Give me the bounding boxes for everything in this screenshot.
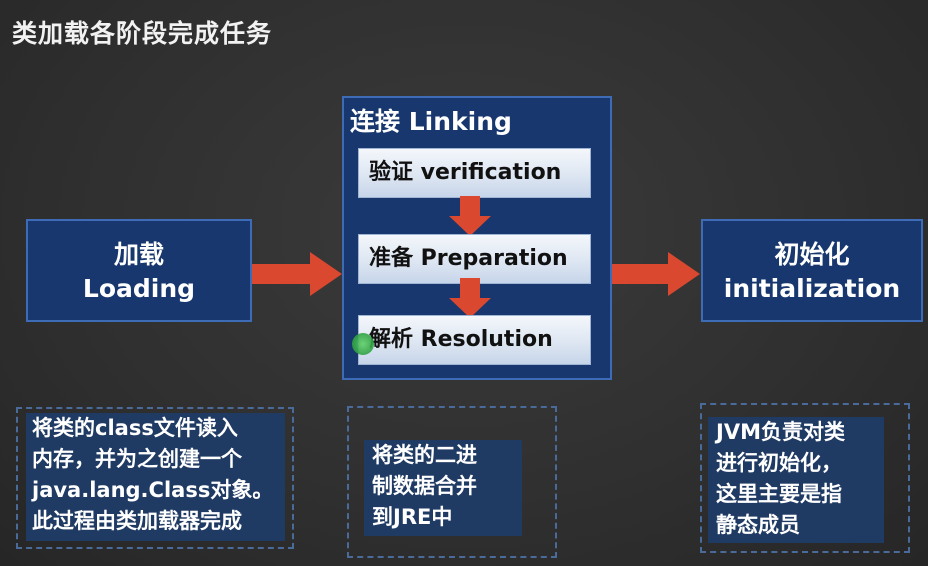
note-line: java.lang.Class对象。 — [32, 478, 274, 502]
arrow-down-icon — [449, 196, 491, 236]
cursor-dot-icon — [352, 333, 374, 355]
initialization-note: JVM负责对类 进行初始化， 这里主要是指 静态成员 — [708, 417, 884, 543]
note-line: JVM负责对类 — [716, 420, 845, 444]
init-label-cn: 初始化 — [774, 240, 850, 269]
loading-note-frame — [16, 407, 294, 549]
note-line: 制数据合并 — [372, 474, 477, 498]
note-line: 进行初始化， — [716, 451, 842, 475]
note-line: 将类的class文件读入 — [32, 416, 238, 440]
init-label-en: initialization — [723, 274, 901, 303]
preparation-step: 准备 Preparation — [358, 234, 591, 284]
note-line: 这里主要是指 — [716, 482, 842, 506]
loading-label-cn: 加载 — [113, 240, 164, 269]
arrow-loading-to-linking-icon — [252, 252, 342, 296]
arrow-down-icon — [449, 278, 491, 318]
resolution-step: 解析 Resolution — [358, 315, 591, 365]
init-note-frame — [700, 403, 910, 553]
linking-title: 连接 Linking — [350, 107, 512, 136]
page-title: 类加载各阶段完成任务 — [12, 19, 273, 48]
loading-label-en: Loading — [82, 274, 196, 303]
note-line: 内存，并为之创建一个 — [32, 447, 242, 471]
note-line: 到JRE中 — [372, 505, 453, 529]
arrow-linking-to-init-icon — [612, 252, 700, 296]
linking-note-frame — [347, 406, 557, 558]
linking-note: 将类的二进 制数据合并 到JRE中 — [364, 440, 522, 536]
loading-box: 加载 Loading — [26, 219, 252, 322]
note-line: 将类的二进 — [372, 443, 477, 467]
linking-box: 连接 Linking 验证 verification 准备 Preparatio… — [342, 96, 612, 380]
initialization-box: 初始化 initialization — [701, 219, 923, 322]
loading-note: 将类的class文件读入 内存，并为之创建一个 java.lang.Class对… — [26, 413, 285, 541]
verification-step: 验证 verification — [358, 148, 591, 198]
note-line: 静态成员 — [716, 513, 800, 537]
note-line: 此过程由类加载器完成 — [32, 509, 242, 533]
